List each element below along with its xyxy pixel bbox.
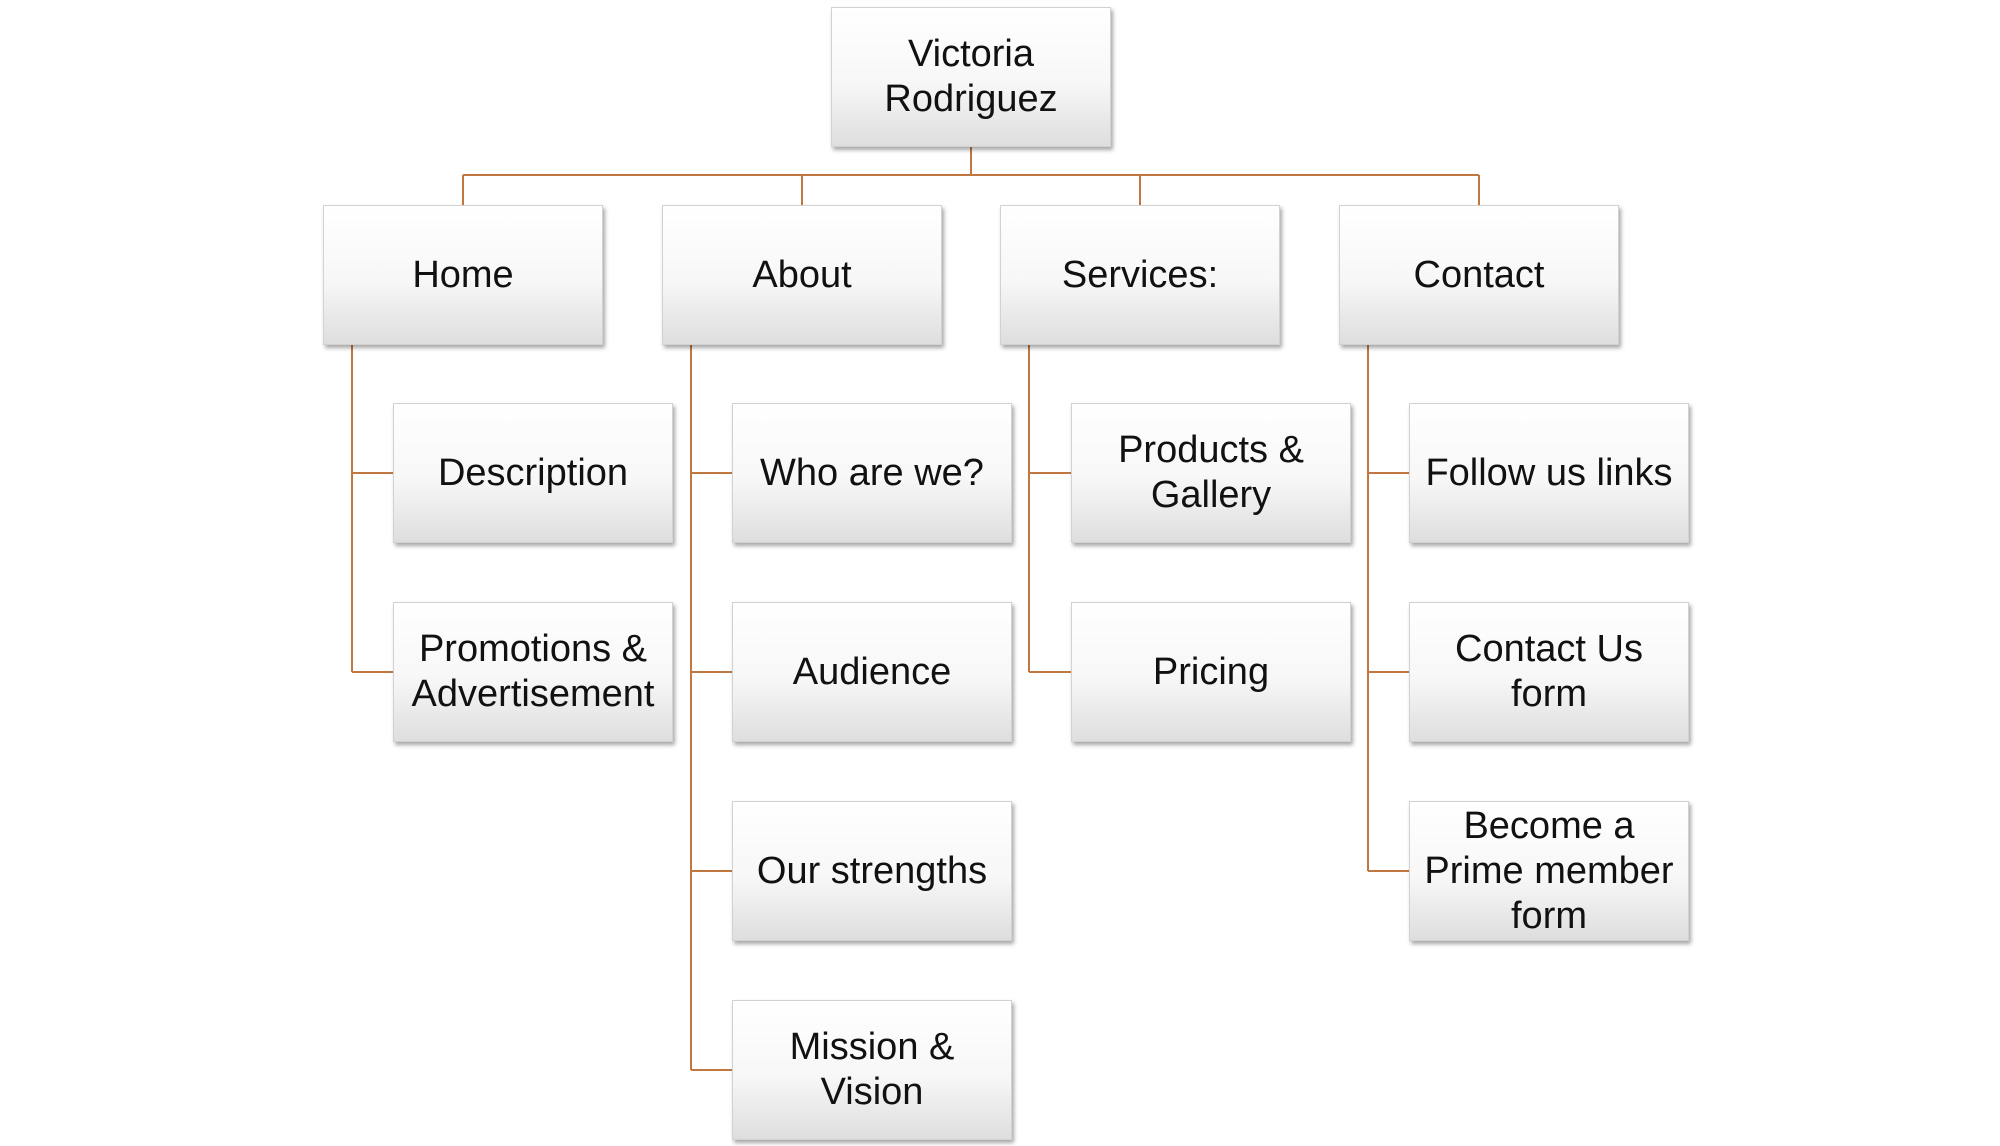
services-child-products-gallery: Products & Gallery — [1071, 403, 1351, 543]
contact-child-follow-us-links: Follow us links — [1409, 403, 1689, 543]
services-child-pricing: Pricing — [1071, 602, 1351, 742]
home-child-description: Description — [393, 403, 673, 543]
section-node-contact: Contact — [1339, 205, 1619, 345]
about-child-our-strengths: Our strengths — [732, 801, 1012, 941]
about-child-mission-vision: Mission & Vision — [732, 1000, 1012, 1140]
about-child-who-are-we: Who are we? — [732, 403, 1012, 543]
root-node: Victoria Rodriguez — [831, 7, 1111, 147]
contact-child-contact-us-form: Contact Us form — [1409, 602, 1689, 742]
about-child-audience: Audience — [732, 602, 1012, 742]
contact-child-prime-member-form: Become a Prime member form — [1409, 801, 1689, 941]
section-node-about: About — [662, 205, 942, 345]
section-node-services: Services: — [1000, 205, 1280, 345]
section-node-home: Home — [323, 205, 603, 345]
home-child-promotions: Promotions & Advertisement — [393, 602, 673, 742]
